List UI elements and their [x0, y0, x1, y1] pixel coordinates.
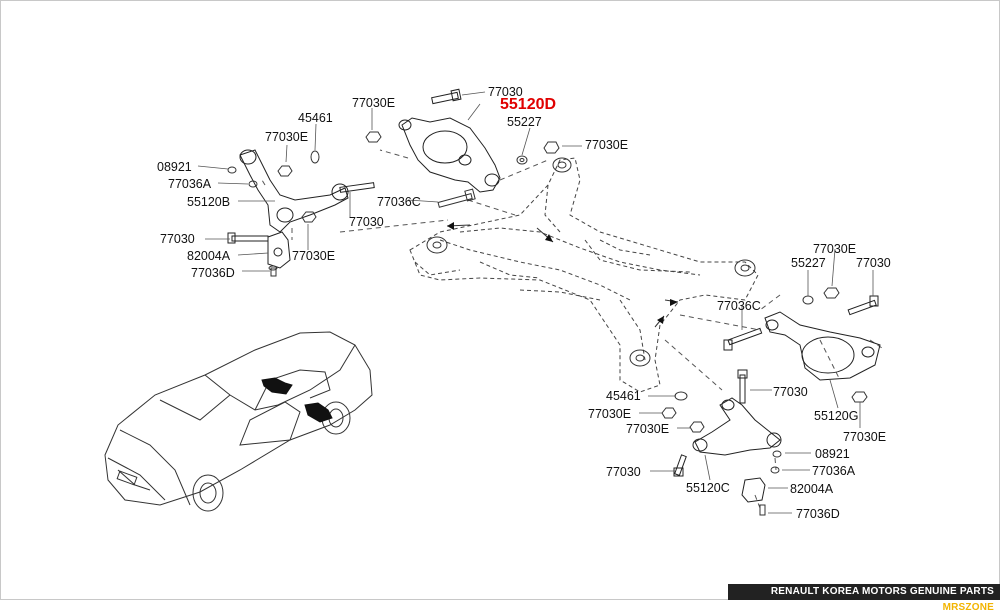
label-08921-left: 08921 [157, 160, 192, 174]
label-55120b: 55120B [187, 195, 231, 209]
washer-55227-top [516, 155, 528, 165]
label-77036d-right: 77036D [796, 507, 840, 521]
bolt-77030-right [847, 295, 879, 316]
label-08921-right: 08921 [815, 447, 850, 461]
label-45461-right: 45461 [606, 389, 641, 403]
car-highlight-parts [261, 377, 333, 423]
washer-08921-right [772, 450, 782, 458]
nut-77030e-topright [543, 141, 560, 154]
bolt-77036d-right [759, 504, 766, 516]
washer-08921-left [227, 166, 237, 174]
label-77030-top: 77030 [488, 85, 523, 99]
nut-77030e-leftbot [301, 211, 317, 223]
bolt-77030-mid [339, 182, 375, 193]
nut-77030e-rb1 [661, 407, 677, 419]
label-77030-bot: 77030 [606, 465, 641, 479]
leader-arrows [446, 224, 679, 328]
bolt-77036d-left [268, 265, 278, 277]
label-77036c-top: 77036C [377, 195, 421, 209]
label-77030-mid: 77030 [349, 215, 384, 229]
nut-77036a-right [770, 466, 780, 474]
bracket-82004a-left [267, 231, 291, 269]
nut-77030e-farright [851, 391, 868, 403]
watermark-text: RENAULT KOREA MOTORS GENUINE PARTS [770, 586, 994, 597]
label-leaders [197, 91, 874, 514]
subframe-bushings [426, 157, 756, 367]
bolt-77036c-top [437, 188, 476, 208]
label-77030e-topright: 77030E [585, 138, 629, 152]
bolt-77030-rightlow [737, 369, 748, 404]
bracket-82004a-right [741, 477, 766, 503]
label-45461-left: 45461 [298, 111, 333, 125]
upper-arm-55120d [398, 117, 501, 193]
label-55227-top: 55227 [507, 115, 542, 129]
label-77036d-left: 77036D [191, 266, 235, 280]
washer-45461-right [674, 391, 688, 401]
bolt-77030-top [431, 88, 462, 105]
label-77030-right: 77030 [856, 256, 891, 270]
label-82004a-right: 82004A [790, 482, 834, 496]
bolt-77030-left [227, 232, 269, 244]
label-77036a-left: 77036A [168, 177, 212, 191]
label-77030e-top: 77030E [352, 96, 396, 110]
washer-55227-right [802, 295, 814, 305]
bolt-77036c-right [723, 327, 763, 351]
watermark-banner: RENAULT KOREA MOTORS GENUINE PARTS MRSZO… [728, 584, 1000, 613]
label-55120c: 55120C [686, 481, 730, 495]
washer-45461-left [310, 150, 320, 164]
label-77030e-left: 77030E [265, 130, 309, 144]
label-77030-rightlow: 77030 [773, 385, 808, 399]
nut-77030e-left [277, 165, 293, 177]
parts-diagram [104, 88, 886, 516]
lower-arm-55120c [692, 397, 782, 456]
nut-77030e-top [365, 131, 382, 143]
lower-arm-55120b [239, 149, 349, 233]
bolt-77030-bot [673, 454, 687, 477]
label-55120g: 55120G [814, 409, 859, 423]
nut-77036a-left [248, 180, 258, 188]
nut-77030e-rb2 [689, 421, 705, 433]
rear-subframe [409, 157, 759, 393]
label-77036a-right: 77036A [812, 464, 856, 478]
label-55227-right: 55227 [791, 256, 826, 270]
watermark-brand: MRSZONE [942, 602, 994, 613]
label-82004a-left: 82004A [187, 249, 231, 263]
label-77036c-right: 77036C [717, 299, 761, 313]
car-illustration [104, 331, 373, 512]
label-77030e-farright: 77030E [843, 430, 887, 444]
label-77030e-rb1: 77030E [588, 407, 632, 421]
label-77030e-right: 77030E [813, 242, 857, 256]
nut-77030e-right [823, 287, 840, 299]
label-77030-left: 77030 [160, 232, 195, 246]
upper-arm-55120g [764, 311, 881, 381]
label-77030e-leftbot: 77030E [292, 249, 336, 263]
label-77030e-rb2: 77030E [626, 422, 670, 436]
label-55120d-highlight[interactable]: 55120D [500, 96, 557, 113]
